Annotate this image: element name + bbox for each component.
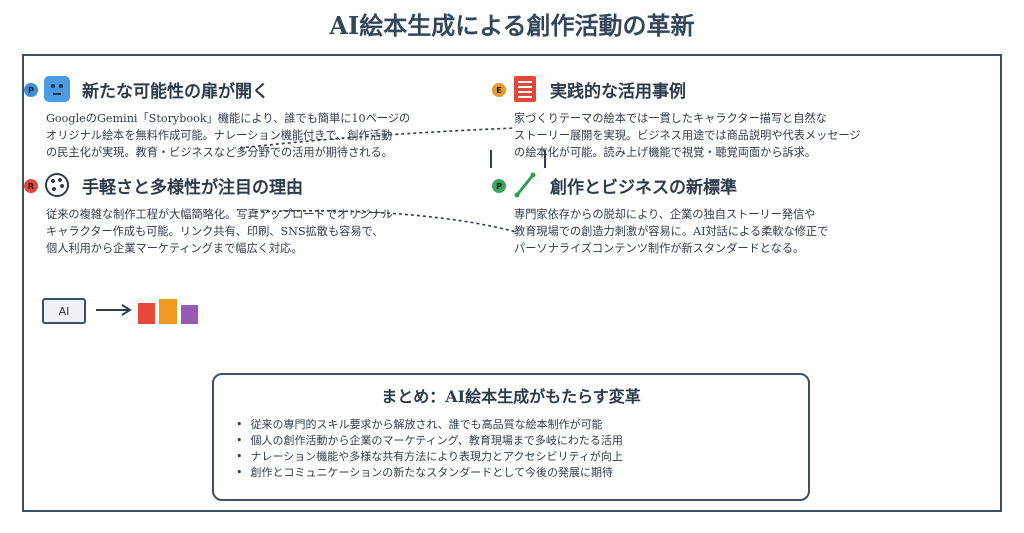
output-block-orange (159, 299, 177, 324)
pen-icon (510, 170, 540, 200)
main-frame (22, 54, 1002, 512)
palette-icon (42, 170, 72, 200)
section-heading: 実践的な活用事例 (550, 82, 686, 102)
section-badge: E (492, 83, 506, 97)
page-title: AI絵本生成による創作活動の革新 (329, 11, 695, 40)
section-heading: 新たな可能性の扉が開く (82, 82, 269, 102)
section-heading: 創作とビジネスの新標準 (550, 178, 737, 198)
section-badge: P (492, 179, 506, 193)
output-block-purple (181, 305, 198, 324)
section-heading: 手軽さと多様性が注目の理由 (82, 178, 303, 198)
section-text: 家づくりテーマの絵本では一貫したキャラクター描写と自然な ストーリー展開を実現。… (514, 112, 861, 159)
robot-face-icon (42, 74, 72, 104)
output-block-red (138, 303, 155, 324)
summary-item: ナレーション機能や多様な共有方法により表現力とアクセシビリティが向上 (236, 449, 623, 465)
summary-list: 従来の専門的スキル要求から解放され、誰でも高品質な絵本制作が可能 個人の創作活動… (236, 417, 623, 481)
summary-title: まとめ：AI絵本生成がもたらす変革 (381, 387, 641, 406)
arrow-right-icon (96, 304, 132, 316)
book-icon (510, 74, 540, 104)
section-text: 従来の複雑な制作工程が大幅簡略化。写真アップロードでオリジナル キャラクター作成… (46, 208, 393, 255)
ai-box: AI (42, 298, 86, 324)
section-badge: R (24, 179, 38, 193)
summary-item: 個人の創作活動から企業のマーケティング、教育現場まで多岐にわたる活用 (236, 433, 623, 449)
summary-item: 従来の専門的スキル要求から解放され、誰でも高品質な絵本制作が可能 (236, 417, 623, 433)
summary-item: 創作とコミュニケーションの新たなスタンダードとして今後の発展に期待 (236, 465, 623, 481)
summary-box: まとめ：AI絵本生成がもたらす変革 従来の専門的スキル要求から解放され、誰でも高… (212, 373, 810, 501)
section-text: 専門家依存からの脱却により、企業の独自ストーリー発信や 教育現場での創造力刺激が… (514, 208, 829, 255)
section-text: GoogleのGemini「Storybook」機能により、誰でも簡単に10ペー… (46, 112, 411, 159)
section-badge: P (24, 83, 38, 97)
